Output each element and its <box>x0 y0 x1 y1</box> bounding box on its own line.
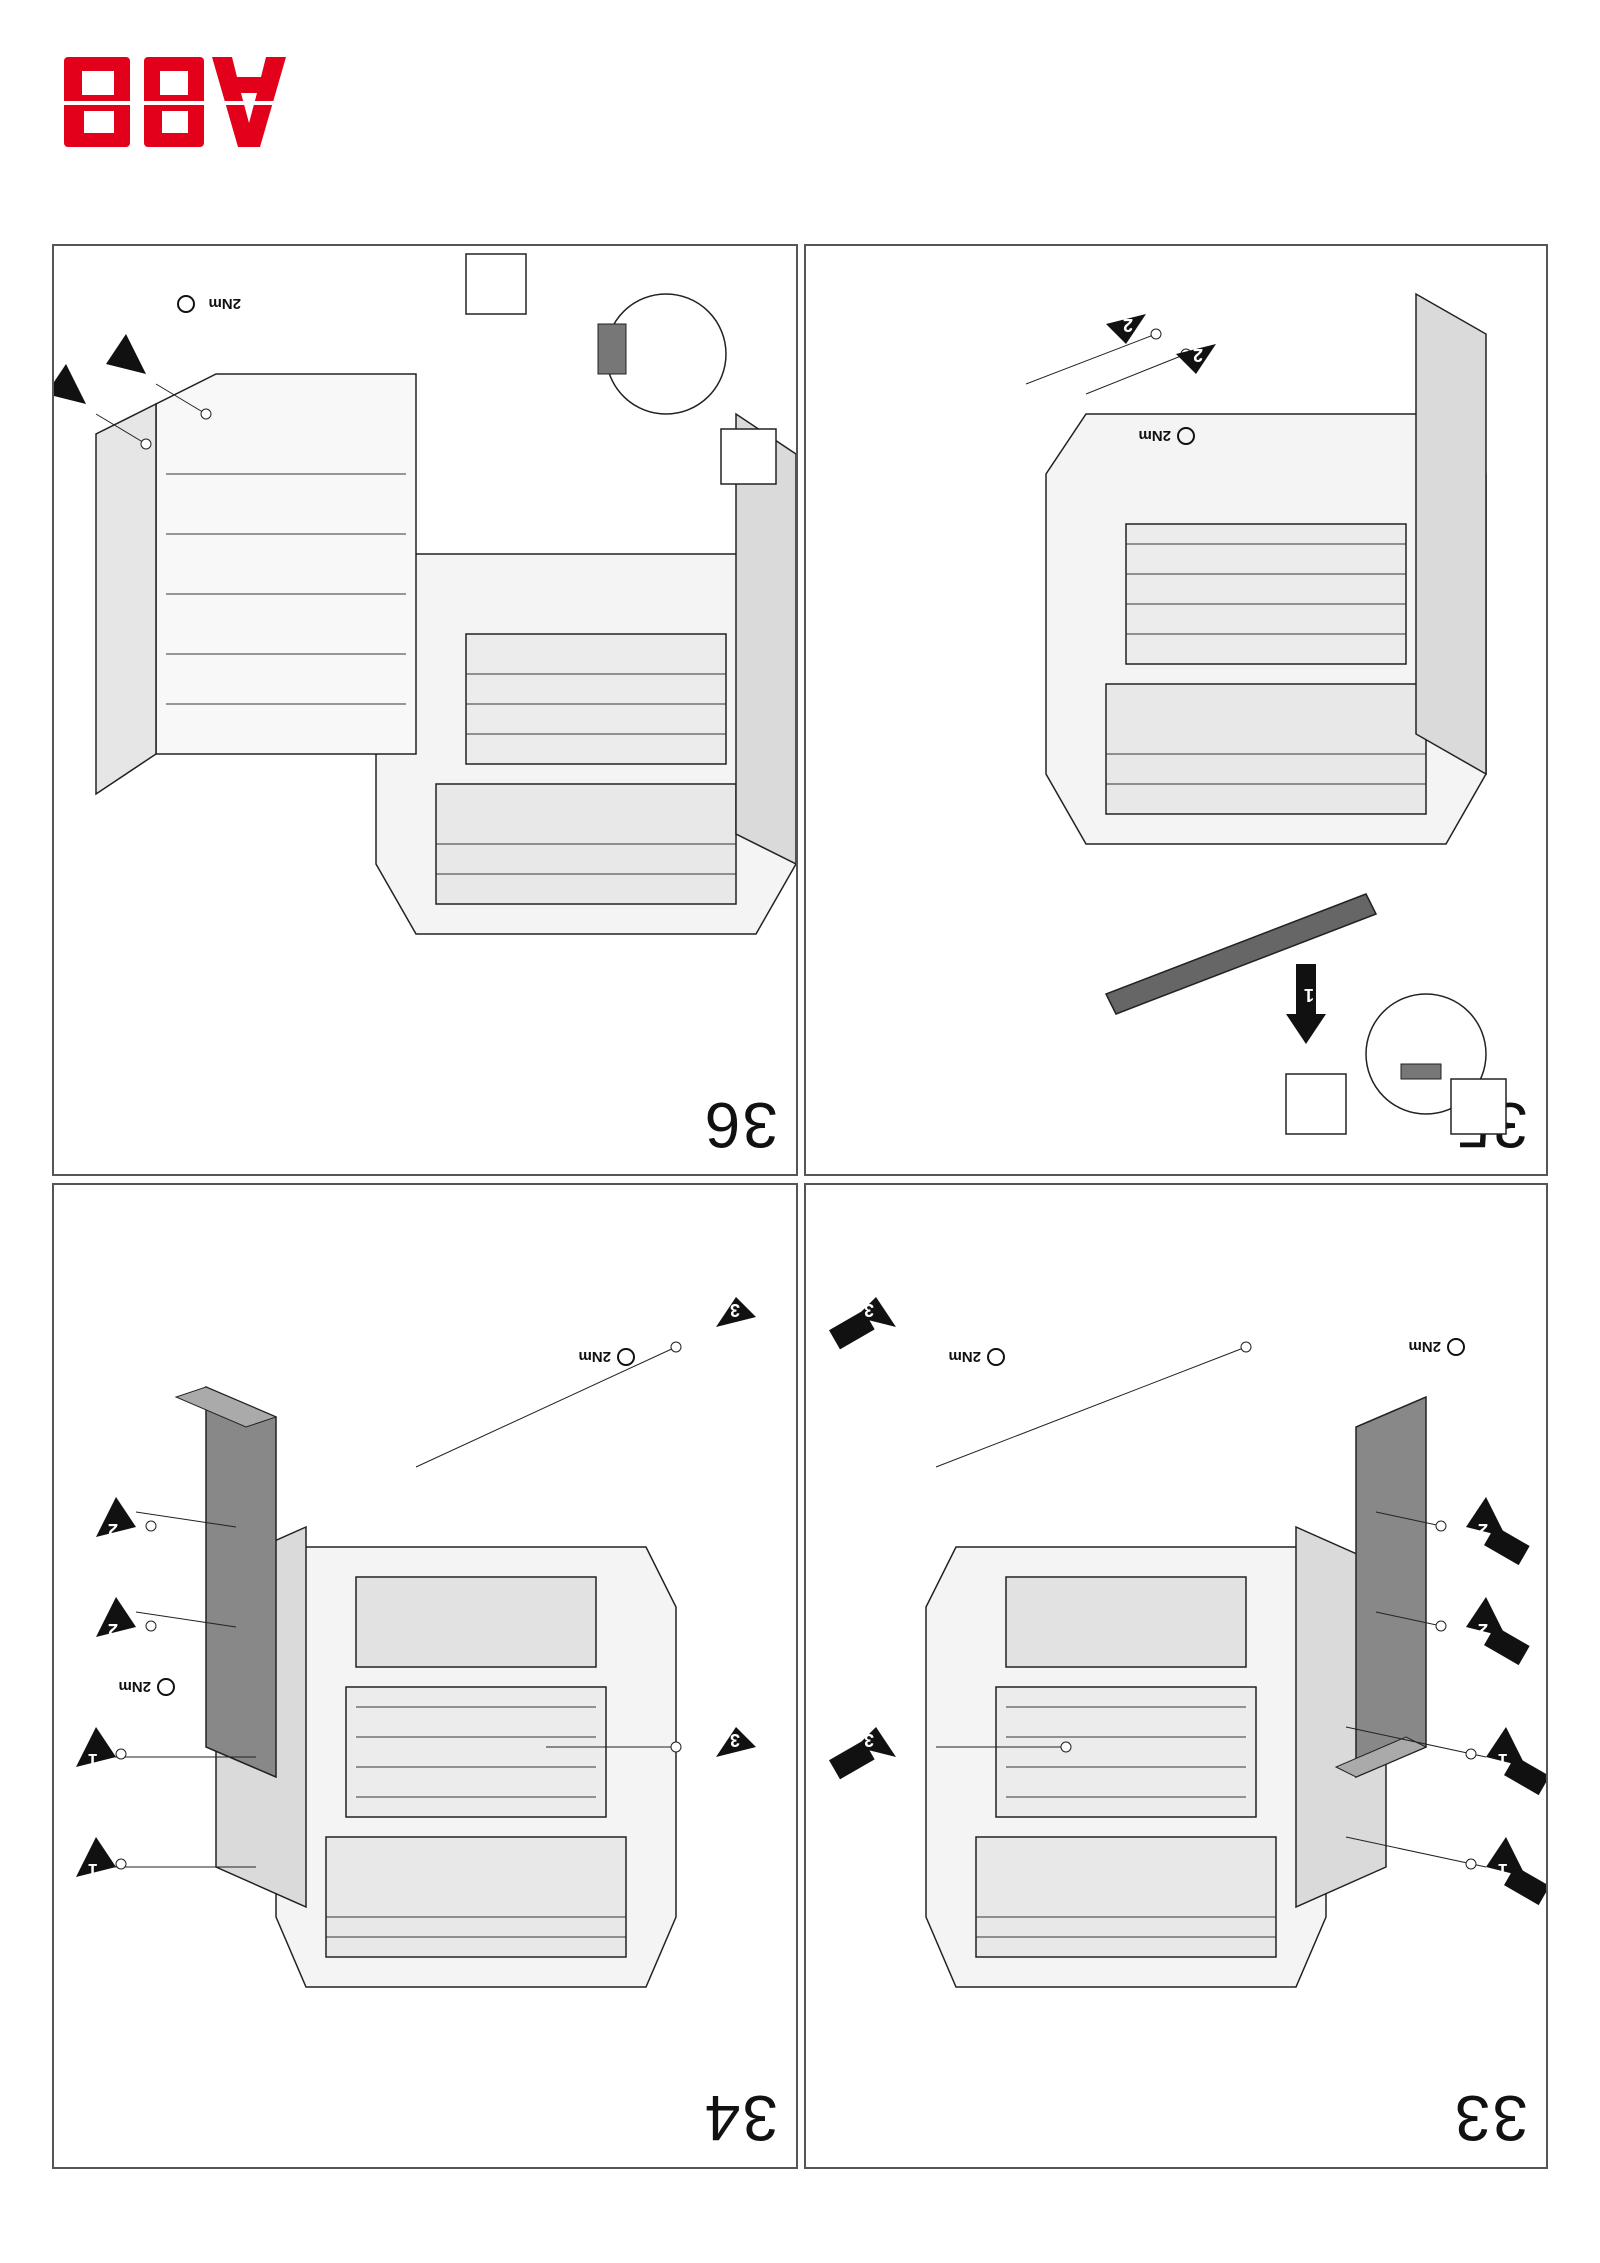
step-arrow-icon <box>76 1297 756 1877</box>
cover-plate-icon <box>1334 1395 1428 1779</box>
step-label: 3 <box>730 1730 740 1750</box>
cover-plate-icon <box>174 1385 278 1779</box>
step-label: 3 <box>730 1300 740 1320</box>
step-label: 3 <box>864 1300 874 1320</box>
step-label: 2 <box>1123 315 1133 335</box>
torque-icon <box>1177 427 1195 445</box>
step-label: 2 <box>1478 1520 1488 1540</box>
assembly-illustration: 1 2 2 <box>1025 292 1507 1135</box>
step-arrow-icon <box>1106 314 1216 374</box>
panel-33: 33 <box>804 1183 1548 2169</box>
torque-value: 2Nm <box>1138 427 1171 444</box>
step-label: 1 <box>1498 1860 1508 1880</box>
panel-34: 34 <box>52 1183 798 2169</box>
step-label: 1 <box>88 1750 98 1770</box>
step-label: 2 <box>108 1520 118 1540</box>
step-label: 2 <box>1193 345 1203 365</box>
mounting-detail-icon <box>720 428 777 485</box>
mounting-detail-icon <box>1450 1078 1507 1135</box>
step-label: 3 <box>864 1730 874 1750</box>
torque-icon <box>987 1338 1465 1366</box>
panel-35: 35 1 <box>804 244 1548 1176</box>
assembly-illustration: 1 1 2 2 3 3 2Nm 2Nm <box>76 1297 756 1988</box>
step-label: 1 <box>1304 985 1314 1005</box>
step-label: 1 <box>88 1860 98 1880</box>
step-label: 2 <box>108 1620 118 1640</box>
torque-value: 2Nm <box>118 1678 151 1695</box>
panel-36: 36 <box>52 244 798 1176</box>
hand-grip-icon <box>1285 1073 1347 1135</box>
torque-icon <box>157 1348 635 1696</box>
abb-logo <box>54 57 290 147</box>
torque-value: 2Nm <box>578 1348 611 1365</box>
step-label: 2 <box>1478 1620 1488 1640</box>
step-label: 1 <box>1498 1750 1508 1770</box>
torque-icon <box>177 295 195 313</box>
hand-grip-icon <box>465 253 527 315</box>
step-arrow-icon <box>52 334 146 404</box>
step-arrow-icon <box>829 1297 1546 1906</box>
step-arrow-icon <box>1286 964 1326 1044</box>
assembly-illustration: 1 1 2 2 3 3 2Nm 2Nm <box>829 1297 1546 1988</box>
torque-value: 2Nm <box>1408 1338 1441 1355</box>
torque-value: 2Nm <box>948 1348 981 1365</box>
assembly-illustration: 2Nm <box>52 253 796 935</box>
torque-value: 2Nm <box>208 295 241 312</box>
